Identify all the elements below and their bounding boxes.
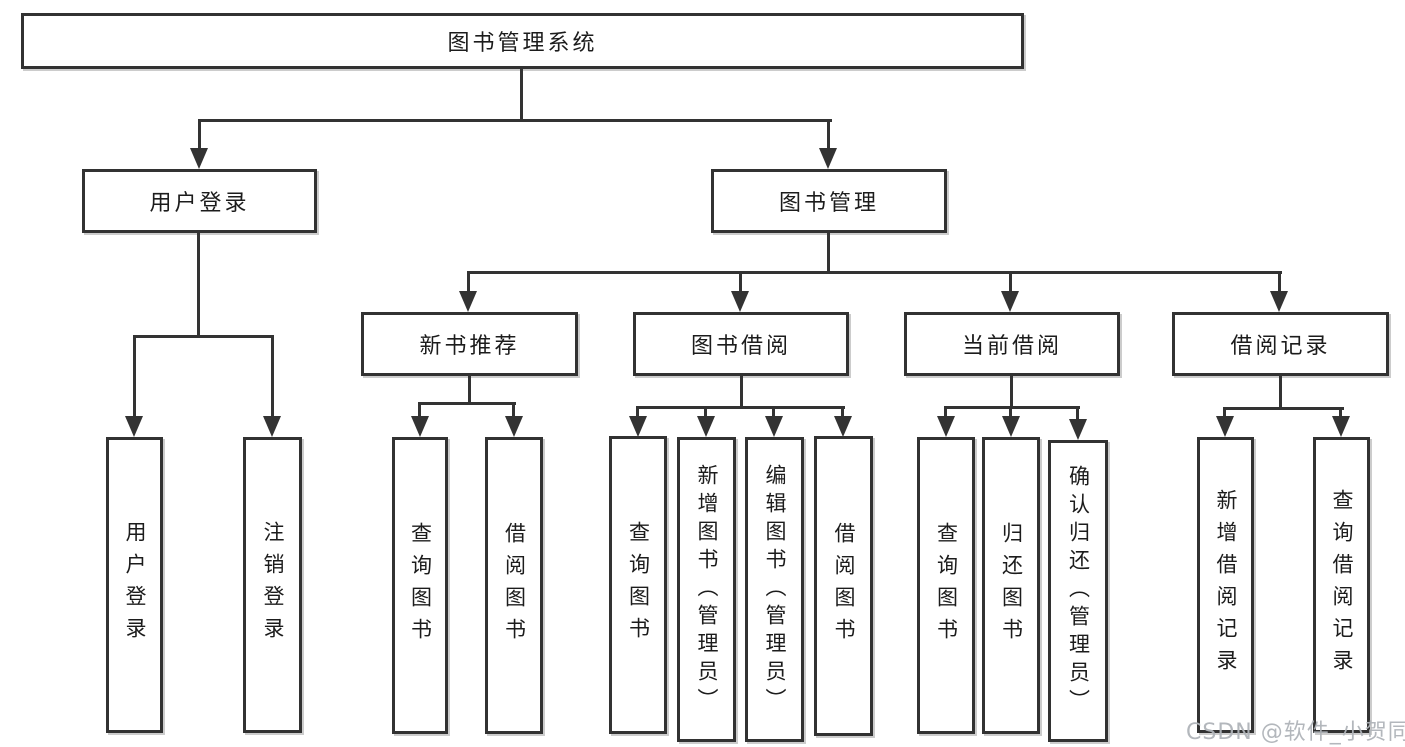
- edge-borrow-drop-1: [636, 406, 639, 420]
- leaf-edit-book-admin: 编辑图书（管理员）: [745, 437, 804, 742]
- leaf-return-book-label: 归还图书: [999, 521, 1024, 650]
- edge-login-rail: [133, 335, 274, 338]
- edge-mgmt-rail: [468, 271, 1282, 274]
- arrowhead-return-book: [1002, 416, 1020, 437]
- edge-mgmt-drop-3: [1009, 271, 1012, 294]
- edge-borrow-drop-3: [772, 406, 775, 420]
- edge-mgmt-stem: [827, 233, 830, 273]
- arrowhead-query-book-1: [411, 416, 429, 437]
- leaf-query-book-3-label: 查询图书: [934, 521, 959, 650]
- node-book-borrow: 图书借阅: [633, 312, 849, 376]
- arrowhead-borrow-book-2: [834, 416, 852, 437]
- edge-newbook-drop-1: [418, 402, 421, 420]
- arrowhead-borrow-book-1: [505, 416, 523, 437]
- arrowhead-user-login: [190, 148, 208, 169]
- leaf-query-borrow-record-label: 查询借阅记录: [1330, 489, 1354, 681]
- arrowhead-leaf-user-login: [125, 416, 143, 437]
- node-user-login: 用户登录: [82, 169, 317, 233]
- edge-current-stem: [1010, 376, 1013, 407]
- leaf-add-book-admin-label: 新增图书（管理员）: [695, 463, 719, 716]
- edge-records-drop-2: [1339, 407, 1342, 420]
- edge-root-rail: [198, 119, 832, 122]
- leaf-query-book-3: 查询图书: [917, 437, 975, 734]
- node-root: 图书管理系统: [21, 13, 1024, 69]
- leaf-logout-label: 注销登录: [261, 521, 285, 649]
- leaf-edit-book-admin-label: 编辑图书（管理员）: [763, 463, 787, 716]
- arrowhead-new-book: [459, 291, 477, 312]
- node-book-management: 图书管理: [711, 169, 947, 233]
- node-current-borrow-label: 当前借阅: [961, 334, 1062, 359]
- edge-root-drop-right: [827, 119, 830, 150]
- leaf-query-book-2: 查询图书: [609, 436, 667, 734]
- node-new-book-recommend-label: 新书推荐: [419, 334, 520, 359]
- edge-borrow-stem: [740, 376, 743, 407]
- edge-borrow-drop-2: [704, 406, 707, 420]
- leaf-borrow-book-1-label: 借阅图书: [502, 521, 527, 650]
- edge-login-stem: [197, 233, 200, 335]
- edge-current-drop-3: [1076, 406, 1079, 420]
- edge-current-rail: [944, 406, 1080, 409]
- node-current-borrow: 当前借阅: [904, 312, 1120, 376]
- edge-root-stem: [520, 69, 523, 120]
- edge-root-drop-left: [198, 119, 201, 150]
- arrowhead-leaf-logout: [263, 416, 281, 437]
- edge-current-drop-2: [1009, 406, 1012, 420]
- leaf-borrow-book-2: 借阅图书: [814, 436, 873, 736]
- arrowhead-book-borrow: [731, 291, 749, 312]
- node-new-book-recommend: 新书推荐: [361, 312, 578, 376]
- edge-mgmt-drop-4: [1278, 271, 1281, 294]
- leaf-user-login-label: 用户登录: [123, 521, 147, 649]
- arrowhead-current-borrow: [1001, 291, 1019, 312]
- arrowhead-edit-book-admin: [765, 416, 783, 437]
- edge-borrow-rail: [636, 406, 845, 409]
- leaf-query-book-1: 查询图书: [392, 437, 448, 734]
- leaf-borrow-book-1: 借阅图书: [485, 437, 543, 734]
- edge-records-rail: [1223, 407, 1344, 410]
- node-borrow-records-label: 借阅记录: [1230, 334, 1331, 359]
- arrowhead-add-book-admin: [697, 416, 715, 437]
- node-book-borrow-label: 图书借阅: [690, 334, 791, 359]
- edge-newbook-stem: [468, 376, 471, 403]
- leaf-query-borrow-record: 查询借阅记录: [1313, 437, 1370, 733]
- leaf-logout: 注销登录: [243, 437, 302, 733]
- leaf-confirm-return-admin: 确认归还（管理员）: [1048, 440, 1108, 742]
- node-book-management-label: 图书管理: [778, 191, 879, 216]
- edge-mgmt-drop-1: [467, 271, 470, 294]
- leaf-add-book-admin: 新增图书（管理员）: [677, 437, 736, 742]
- leaf-borrow-book-2-label: 借阅图书: [832, 522, 856, 650]
- arrowhead-borrow-records: [1270, 291, 1288, 312]
- edge-current-drop-1: [944, 406, 947, 420]
- csdn-watermark: CSDN @软件_小贺同学: [1186, 720, 1405, 745]
- edge-newbook-drop-2: [512, 402, 515, 420]
- arrowhead-book-management: [819, 148, 837, 169]
- edge-records-drop-1: [1223, 407, 1226, 420]
- arrowhead-add-borrow-record: [1216, 416, 1234, 437]
- edge-login-drop-1: [133, 335, 136, 419]
- arrowhead-query-book-3: [937, 416, 955, 437]
- node-borrow-records: 借阅记录: [1172, 312, 1389, 376]
- edge-mgmt-drop-2: [739, 271, 742, 294]
- leaf-query-book-2-label: 查询图书: [626, 521, 651, 649]
- edge-newbook-rail: [418, 402, 516, 405]
- leaf-user-login: 用户登录: [106, 437, 163, 733]
- edge-records-stem: [1279, 376, 1282, 408]
- node-user-login-label: 用户登录: [149, 191, 250, 216]
- leaf-confirm-return-admin-label: 确认归还（管理员）: [1066, 465, 1091, 717]
- edge-login-drop-2: [271, 335, 274, 419]
- leaf-add-borrow-record: 新增借阅记录: [1197, 437, 1254, 733]
- edge-borrow-drop-4: [841, 406, 844, 420]
- leaf-add-borrow-record-label: 新增借阅记录: [1214, 489, 1238, 681]
- arrowhead-query-borrow-record: [1332, 416, 1350, 437]
- leaf-query-book-1-label: 查询图书: [408, 521, 433, 650]
- node-root-label: 图书管理系统: [447, 31, 598, 56]
- arrowhead-query-book-2: [629, 416, 647, 437]
- arrowhead-confirm-return: [1069, 419, 1087, 440]
- leaf-return-book: 归还图书: [982, 437, 1040, 734]
